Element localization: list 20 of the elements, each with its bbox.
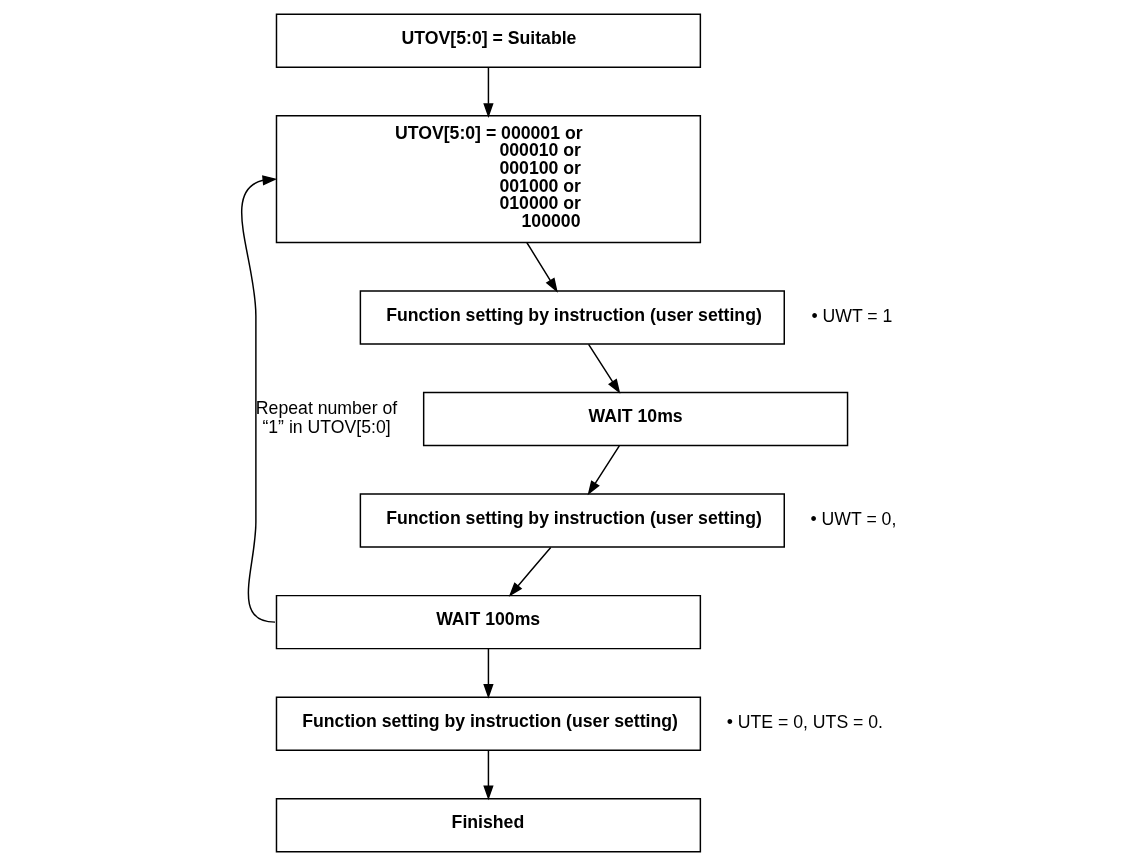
node-box: Function setting by instruction (user setting) bbox=[275, 696, 702, 751]
arrow bbox=[508, 546, 552, 597]
arrow bbox=[587, 445, 621, 496]
arrow bbox=[483, 66, 494, 118]
arrow bbox=[241, 175, 278, 623]
edge-label: Repeat number of “1” in UTOV[5:0] bbox=[255, 398, 398, 438]
node-box: WAIT 100ms bbox=[275, 594, 702, 650]
node-label: • UWT = 1 bbox=[811, 306, 893, 327]
node-box: Function setting by instruction (user setting) bbox=[359, 493, 785, 548]
arrow bbox=[526, 242, 558, 293]
node-box: UTOV[5:0] = 000001 or 000010 or 000100 or 001000 or 010000 or 100000 bbox=[275, 115, 702, 244]
node-box: Function setting by instruction (user setting) bbox=[359, 290, 785, 345]
node-box: UTOV[5:0] = Suitable bbox=[275, 13, 702, 68]
node-box: Finished bbox=[275, 798, 702, 853]
arrow bbox=[483, 749, 494, 801]
arrow bbox=[587, 343, 621, 394]
node-box: WAIT 10ms bbox=[422, 391, 849, 447]
arrow bbox=[483, 648, 494, 699]
node-label: • UTE = 0, UTS = 0. bbox=[726, 712, 884, 733]
node-label: • UWT = 0, bbox=[810, 509, 897, 530]
